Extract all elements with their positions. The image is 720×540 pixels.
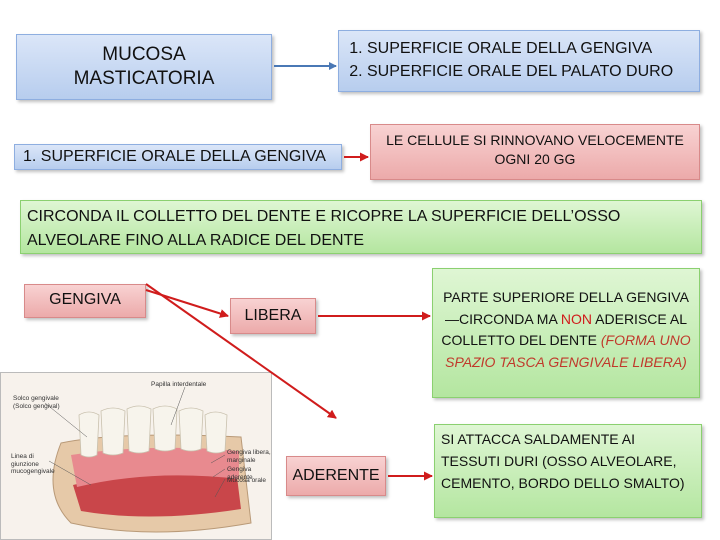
superfici-list-box: SUPERFICIE ORALE DELLA GENGIVA SUPERFICI… [338,30,700,92]
libera-box: LIBERA [230,298,316,334]
mucosa-line2: MASTICATORIA [74,67,215,91]
superficie-gengiva-text: 1. SUPERFICIE ORALE DELLA GENGIVA [23,148,326,166]
parte-superiore-box: PARTE SUPERIORE DELLA GENGIVA—CIRCONDA M… [432,268,700,398]
mucosa-masticatoria-box: MUCOSA MASTICATORIA [16,34,272,100]
circonda-box: CIRCONDA IL COLLETTO DEL DENTE E RICOPRE… [20,200,702,254]
circonda-text: CIRCONDA IL COLLETTO DEL DENTE E RICOPRE… [27,208,620,249]
cellule-box: LE CELLULE SI RINNOVANO VELOCEMENTE OGNI… [370,124,700,180]
aderente-text: ADERENTE [292,467,379,485]
superfici-list: SUPERFICIE ORALE DELLA GENGIVA SUPERFICI… [339,37,699,83]
attacca-text: SI ATTACCA SALDAMENTE AI TESSUTI DURI (O… [441,431,685,491]
label-linea: Linea di giunzione mucogengivale [11,453,57,476]
attacca-box: SI ATTACCA SALDAMENTE AI TESSUTI DURI (O… [434,424,702,518]
gingiva-illustration: Solco gengivale (Solco gengival) Papilla… [0,372,272,540]
superficie-gengiva-box: 1. SUPERFICIE ORALE DELLA GENGIVA [14,144,342,170]
superfici-item-gengiva: SUPERFICIE ORALE DELLA GENGIVA [367,37,699,60]
label-mucosa-orale: Mucosa orale [227,477,271,485]
arrow-gengiva-to-libera [146,290,228,316]
mucosa-line1: MUCOSA [74,43,215,67]
cellule-text: LE CELLULE SI RINNOVANO VELOCEMENTE OGNI… [386,132,684,167]
label-solco: Solco gengivale (Solco gengival) [13,395,63,410]
libera-text: LIBERA [245,307,302,325]
superfici-item-palato: SUPERFICIE ORALE DEL PALATO DURO [367,60,699,83]
gengiva-box: GENGIVA [24,284,146,318]
aderente-box: ADERENTE [286,456,386,496]
parte-text-non: NON [561,311,592,327]
label-gengiva-libera: Gengiva libera, marginale [227,449,271,464]
label-papilla: Papilla interdentale [151,381,231,389]
gengiva-text: GENGIVA [49,291,121,308]
